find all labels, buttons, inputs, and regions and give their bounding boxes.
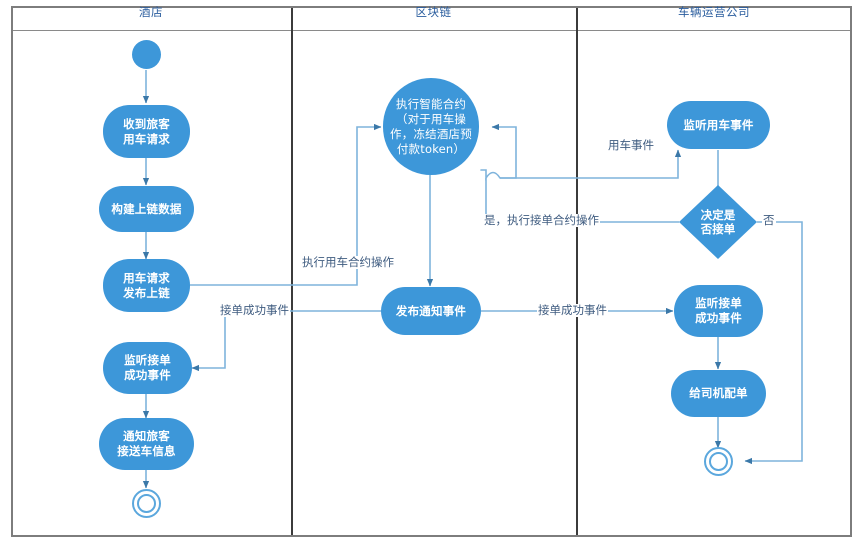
lane-divider-2: [576, 8, 578, 535]
operator-end-node[interactable]: [704, 447, 733, 476]
start-node[interactable]: [132, 40, 161, 69]
action-hotel-listen-accept[interactable]: 监听接单 成功事件: [103, 342, 192, 394]
lane-title-hotel: 酒店: [139, 5, 163, 19]
action-notify-passenger[interactable]: 通知旅客 接送车信息: [99, 418, 194, 470]
action-op-listen-accept-success[interactable]: 监听接单 成功事件: [674, 285, 763, 337]
lane-header-rule: [13, 30, 850, 31]
edge-label-accept-success-left: 接单成功事件: [219, 303, 290, 317]
action-receive-request[interactable]: 收到旅客 用车请求: [103, 105, 190, 158]
action-publish-request-onchain[interactable]: 用车请求 发布上链: [103, 259, 190, 312]
lane-title-blockchain: 区块链: [415, 5, 452, 19]
lane-divider-1: [291, 8, 293, 535]
hotel-end-node[interactable]: [132, 489, 161, 518]
action-dispatch-driver[interactable]: 给司机配单: [671, 370, 766, 417]
edge-label-accept-success-right: 接单成功事件: [537, 303, 608, 317]
action-build-chain-data[interactable]: 构建上链数据: [99, 186, 194, 232]
action-publish-notify-event[interactable]: 发布通知事件: [381, 287, 481, 335]
action-listen-ride-event[interactable]: 监听用车事件: [667, 101, 770, 149]
edge-label-no: 否: [762, 213, 776, 227]
edge-label-yes-exec-accept-contract: 是，执行接单合约操作: [483, 213, 600, 227]
decision-diamond-icon: [679, 185, 757, 259]
decision-accept-order[interactable]: 决定是 否接单: [679, 185, 757, 259]
edge-label-exec-ride-contract: 执行用车合约操作: [301, 255, 395, 269]
action-execute-smart-contract[interactable]: 执行智能合约 （对于用车操 作，冻结酒店预 付款token）: [383, 78, 479, 175]
edge-label-ride-event: 用车事件: [607, 138, 655, 152]
lane-title-operator: 车辆运营公司: [678, 5, 750, 19]
